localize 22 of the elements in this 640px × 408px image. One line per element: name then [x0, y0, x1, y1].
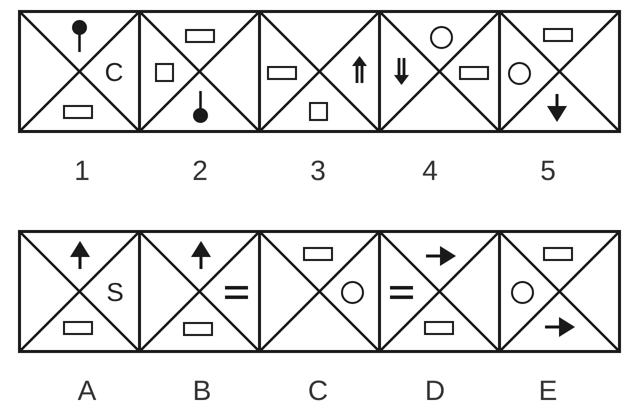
crossed-square-panel: [378, 10, 501, 133]
letter: S: [106, 279, 124, 305]
option-letter: D: [424, 377, 446, 405]
crossed-square-panel: [258, 230, 381, 353]
crossed-square-panel: [18, 230, 141, 353]
crossed-square-panel: [258, 10, 381, 133]
crossed-square-panel: [138, 230, 261, 353]
crossed-square-panel: [138, 10, 261, 133]
crossed-square-panel: [378, 230, 501, 353]
crossed-square-panel: [498, 230, 621, 353]
option-letter: C: [308, 377, 328, 405]
option-letter: A: [78, 377, 96, 405]
figure-number: 5: [540, 157, 556, 185]
option-letter: E: [538, 377, 558, 405]
figure-number: 1: [74, 157, 90, 185]
option-letter: B: [192, 377, 212, 405]
letter: C: [104, 59, 124, 85]
crossed-square-panel: [18, 10, 141, 133]
figure-number: 3: [310, 157, 326, 185]
crossed-square-panel: [498, 10, 621, 133]
figure-number: 4: [422, 157, 438, 185]
figure-number: 2: [192, 157, 208, 185]
